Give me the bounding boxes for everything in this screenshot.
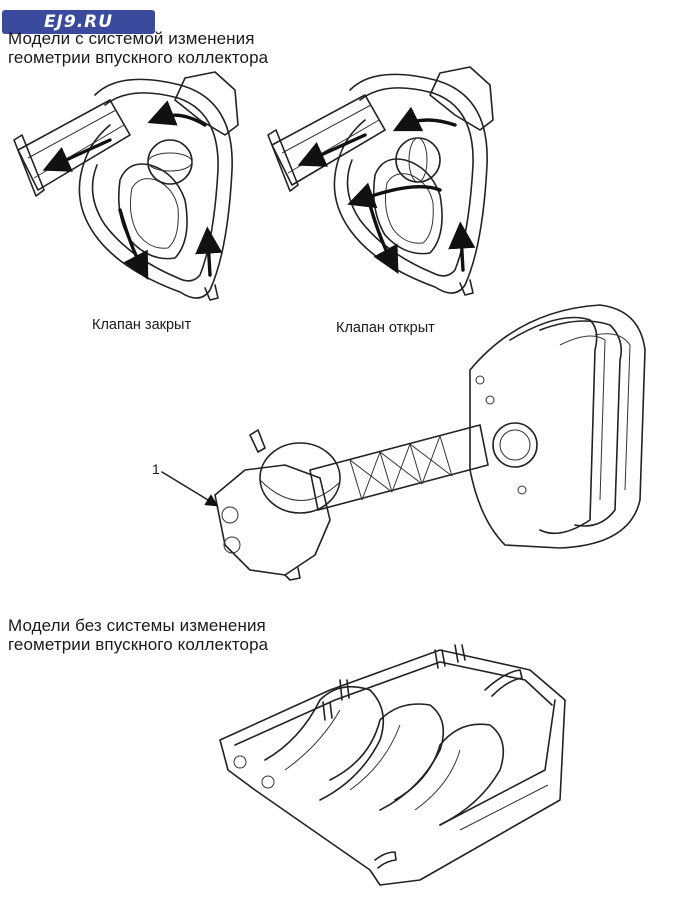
section-heading-plain-line2: геометрии впускного коллектора xyxy=(8,635,269,654)
section-heading-plain-line1: Модели без системы изменения xyxy=(8,616,266,635)
manifold-with-valve-assembly xyxy=(161,304,646,581)
valve-closed-diagram xyxy=(13,71,239,301)
valve-open-diagram xyxy=(267,66,494,296)
section-heading-vtec-line2: геометрии впускного коллектора xyxy=(8,48,269,67)
callout-number: 1 xyxy=(152,461,160,477)
site-logo: EJ9.RU xyxy=(2,10,155,34)
section-heading-vtec-line1: Модели с системой изменения xyxy=(8,29,255,48)
caption-valve-closed: Клапан закрыт xyxy=(92,317,192,333)
section-heading-plain: Модели без системы изменения геометрии в… xyxy=(8,616,268,654)
caption-valve-open: Клапан открыт xyxy=(336,320,435,336)
manifold-without-valve xyxy=(219,644,566,886)
section-heading-vtec: Модели с системой изменения геометрии вп… xyxy=(8,29,268,67)
